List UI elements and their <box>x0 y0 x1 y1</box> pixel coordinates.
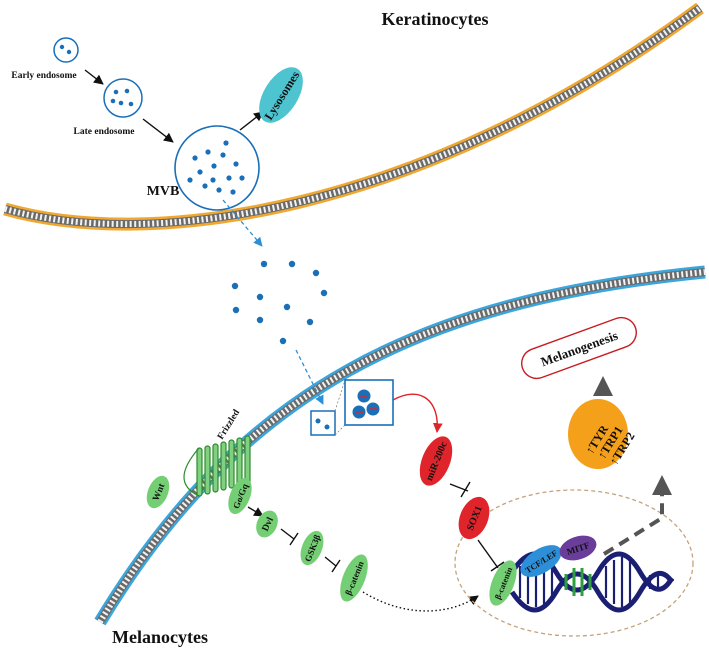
arrow-icon <box>247 506 264 517</box>
keratinocyte-membrane <box>3 2 704 231</box>
internalized-vesicle <box>310 379 346 436</box>
vesicle-dot-icon <box>59 44 65 50</box>
bcatenin-cyto-node: β-catenin <box>340 554 368 602</box>
melanocytes-title: Melanocytes <box>112 627 208 647</box>
late-endosome-label: Late endosome <box>74 127 135 137</box>
frizzled-receptor <box>183 435 251 497</box>
wnt-node: Wnt <box>146 475 170 509</box>
arrow-icon <box>239 111 264 131</box>
released-exosomes <box>231 260 328 345</box>
gene-expression-node <box>568 399 628 469</box>
vesicle-zoom <box>344 379 394 426</box>
mirna-release-arrow <box>392 393 443 433</box>
inhibition-bar-icon <box>477 539 505 572</box>
dvl-node: Dvl <box>256 510 278 538</box>
inhibition-bar-icon <box>449 481 471 498</box>
translocation-arrow <box>362 591 479 612</box>
mvb <box>174 125 260 211</box>
exosome-release-arrow <box>222 199 263 247</box>
arrow-icon <box>84 69 104 85</box>
transcription-arrow <box>602 475 672 556</box>
nucleus <box>454 489 694 637</box>
melanocyte-membrane <box>94 265 706 626</box>
arrow-icon <box>142 118 174 143</box>
mir200c-node: miR-200c <box>419 436 453 486</box>
late-endosome <box>103 78 143 118</box>
mitf-node: MITF <box>559 535 597 561</box>
inhibition-bar-icon <box>280 528 299 546</box>
g-protein-node: Go/Gq <box>228 477 252 515</box>
sox1-node: SOX1 <box>458 496 490 540</box>
bcatenin-nuc-node: β-catenin <box>489 560 517 606</box>
frizzled-label: Frizzled <box>216 408 242 442</box>
early-endosome-label: Early endosome <box>11 71 76 81</box>
early-endosome <box>53 37 79 63</box>
inhibition-bar-icon <box>324 556 341 573</box>
melanogenesis-box: Melanogenesis <box>521 316 637 380</box>
gsk3b-node: GSK3β <box>300 530 324 566</box>
mvb-label: MVB <box>147 184 180 199</box>
lysosomes: Lysosomes <box>259 67 303 123</box>
exosome-uptake-arrow <box>295 349 324 405</box>
vesicle-dot-icon <box>66 49 72 55</box>
keratinocytes-title: Keratinocytes <box>382 9 489 29</box>
